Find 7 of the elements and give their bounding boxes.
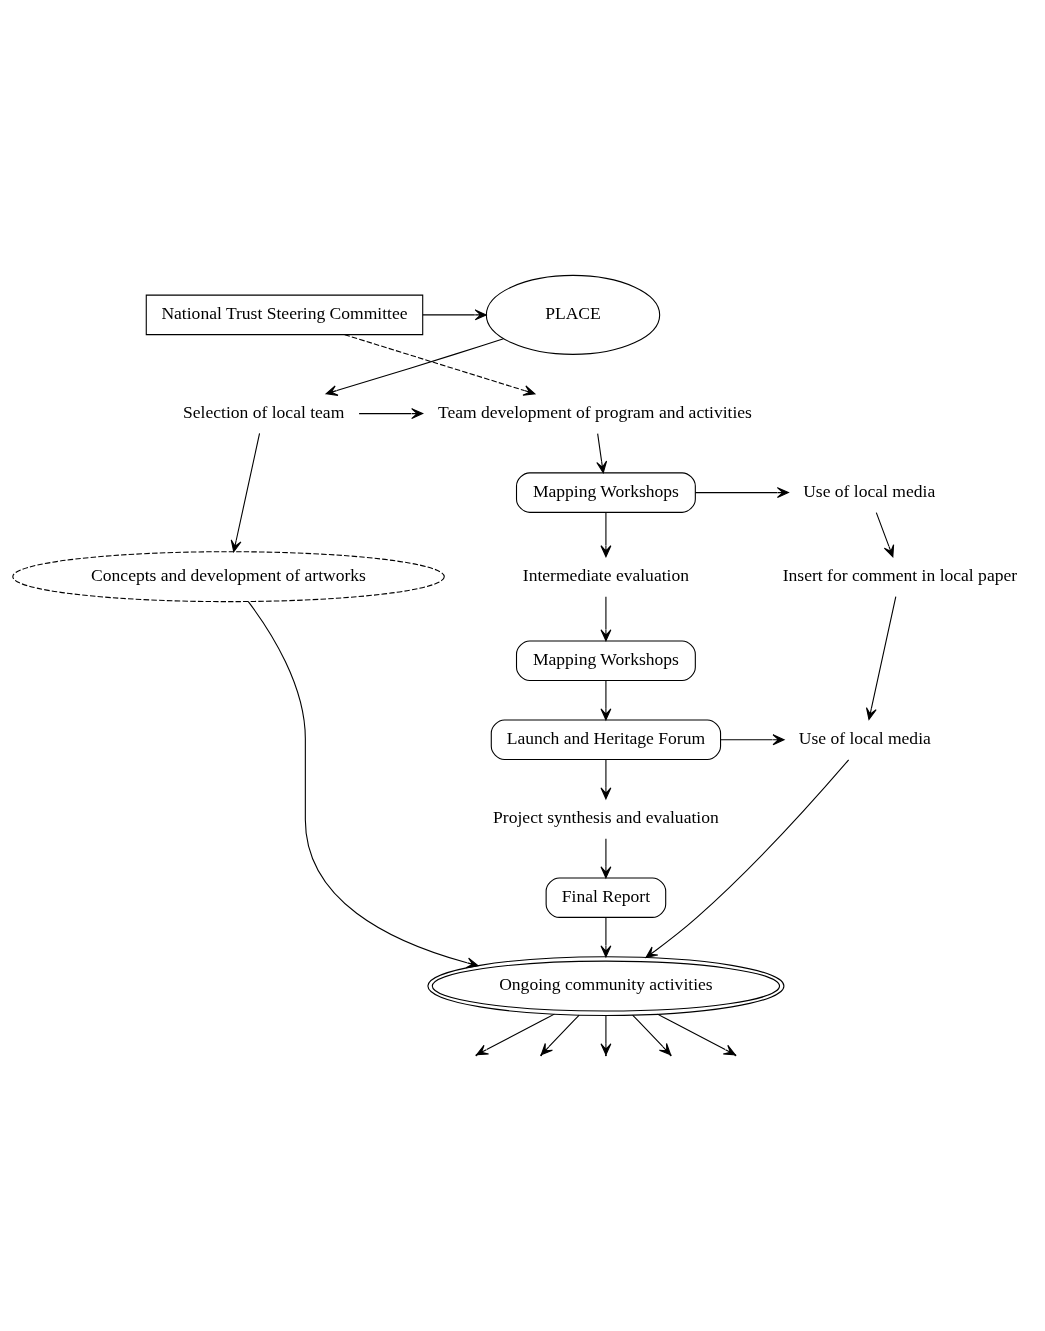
- node-text: Use of local media: [803, 480, 936, 501]
- node-text: Project synthesis and evaluation: [493, 806, 719, 827]
- node-text: Intermediate evaluation: [522, 564, 689, 585]
- node-text: Insert for comment in local paper: [782, 564, 1018, 585]
- node-text: Selection of local team: [183, 401, 345, 422]
- node-text: Team development of program and activities: [437, 401, 752, 422]
- node-text: Use of local media: [798, 727, 931, 748]
